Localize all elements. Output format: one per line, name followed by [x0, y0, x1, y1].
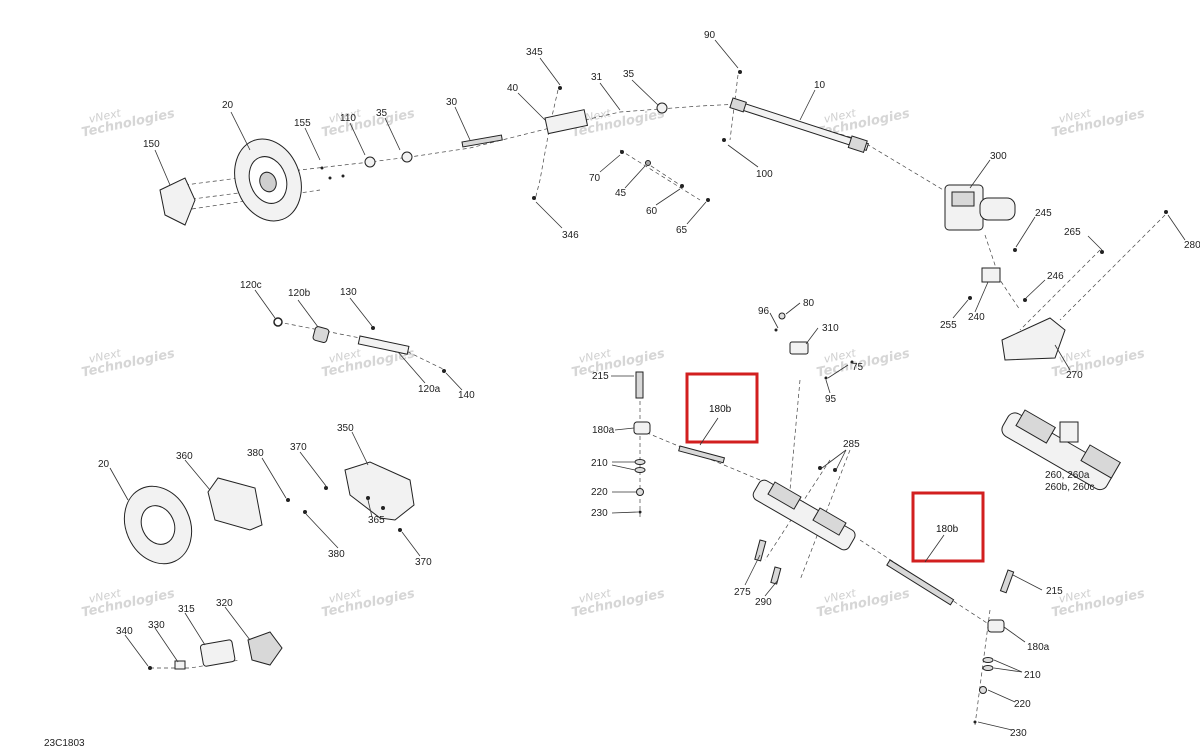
- highlight-180b-right: [911, 491, 985, 563]
- label-330: 330: [148, 620, 165, 631]
- label-230b: 230: [1010, 728, 1027, 739]
- label-260b: 260b, 260c: [1045, 482, 1095, 493]
- wheel-trim-assembly: [123, 461, 415, 670]
- ring-120c: [273, 317, 283, 327]
- label-365: 365: [368, 515, 385, 526]
- label-10: 10: [814, 80, 826, 91]
- label-110: 110: [340, 113, 356, 124]
- washer-110: [364, 156, 376, 168]
- label-35b: 35: [623, 69, 635, 80]
- label-155: 155: [294, 118, 311, 129]
- cover-350: [344, 461, 415, 521]
- label-265: 265: [1064, 227, 1081, 238]
- label-120c: 120c: [240, 280, 262, 291]
- label-370: 370: [290, 442, 307, 453]
- leader-lines: [109, 39, 1186, 731]
- label-20b: 20: [98, 459, 110, 470]
- label-75: 75: [852, 362, 864, 373]
- label-140: 140: [458, 390, 475, 401]
- power-steering-unit-300: [944, 184, 1016, 231]
- label-96: 96: [758, 306, 770, 317]
- label-210: 210: [591, 458, 608, 469]
- label-270: 270: [1066, 370, 1083, 381]
- steering-rack-body: [752, 479, 856, 551]
- bracket-240: [981, 267, 1001, 283]
- label-65: 65: [676, 225, 688, 236]
- label-180b-right: 180b: [936, 524, 959, 535]
- label-310: 310: [822, 323, 839, 334]
- pinion-bracket-310: [789, 341, 809, 355]
- label-380b: 380: [328, 549, 345, 560]
- tie-rod-180b-left: [678, 445, 726, 464]
- switch-320: [247, 631, 283, 666]
- callout-labels: 20 150 155 110 35 30 345 40 31 35 90 10 …: [98, 30, 1200, 739]
- label-380: 380: [247, 448, 264, 459]
- label-210b: 210: [1024, 670, 1041, 681]
- label-315: 315: [178, 604, 195, 615]
- label-60: 60: [646, 206, 658, 217]
- label-95: 95: [825, 394, 837, 405]
- label-240: 240: [968, 312, 985, 323]
- bolt-215: [635, 371, 644, 399]
- tie-rod-end-180a: [633, 421, 651, 435]
- label-180a-b: 180a: [1027, 642, 1050, 653]
- label-120b: 120b: [288, 288, 311, 299]
- label-100: 100: [756, 169, 773, 180]
- shaft-30: [461, 134, 503, 148]
- label-150: 150: [143, 139, 160, 150]
- shaft-120a: [357, 335, 410, 355]
- steering-rack-assembly: [633, 312, 1121, 726]
- label-220: 220: [591, 487, 608, 498]
- label-290: 290: [755, 597, 772, 608]
- label-346: 346: [562, 230, 579, 241]
- label-285: 285: [843, 439, 860, 450]
- nut-35: [401, 151, 413, 163]
- rack-260: [1001, 409, 1121, 491]
- label-280: 280: [1184, 240, 1200, 251]
- horn-pad-150: [159, 177, 196, 226]
- label-360: 360: [176, 451, 193, 462]
- bezel-315: [199, 639, 236, 667]
- column-subassembly: [273, 317, 446, 373]
- label-260: 260, 260a: [1045, 470, 1090, 481]
- label-255: 255: [940, 320, 957, 331]
- label-90: 90: [704, 30, 716, 41]
- label-275: 275: [734, 587, 751, 598]
- label-246: 246: [1047, 271, 1064, 282]
- steering-column-assembly: [159, 70, 1168, 361]
- diagram-code: 23C1803: [44, 738, 85, 749]
- label-350: 350: [337, 423, 354, 434]
- column-bracket-40: [544, 109, 589, 135]
- label-345: 345: [526, 47, 543, 58]
- label-180b-left: 180b: [709, 404, 732, 415]
- mount-bracket-270: [1001, 317, 1066, 361]
- label-130: 130: [340, 287, 357, 298]
- label-215b: 215: [1046, 586, 1063, 597]
- label-40: 40: [507, 83, 519, 94]
- label-215: 215: [592, 371, 609, 382]
- label-220b: 220: [1014, 699, 1031, 710]
- label-320: 320: [216, 598, 233, 609]
- label-370b: 370: [415, 557, 432, 568]
- label-31: 31: [591, 72, 603, 83]
- label-70: 70: [589, 173, 601, 184]
- label-120a: 120a: [418, 384, 441, 395]
- label-20: 20: [222, 100, 234, 111]
- bushing-120b: [312, 326, 330, 343]
- label-45: 45: [615, 188, 627, 199]
- label-300: 300: [990, 151, 1007, 162]
- label-340: 340: [116, 626, 133, 637]
- label-35: 35: [376, 108, 388, 119]
- label-80: 80: [803, 298, 815, 309]
- label-30: 30: [446, 97, 458, 108]
- label-230: 230: [591, 508, 608, 519]
- label-245: 245: [1035, 208, 1052, 219]
- label-180a: 180a: [592, 425, 615, 436]
- tie-rod-180b-right: [886, 559, 955, 606]
- trim-360: [207, 477, 263, 531]
- highlight-180b-left: [685, 372, 759, 444]
